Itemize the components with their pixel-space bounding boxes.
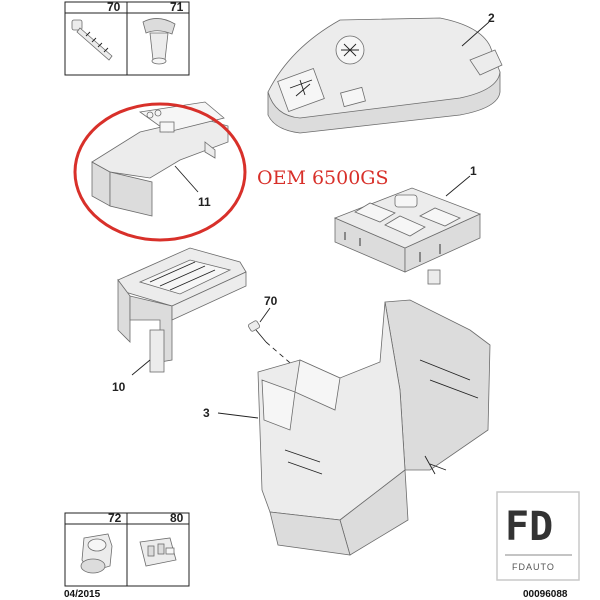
callout-line-3: [217, 412, 259, 419]
screw-fastener: [248, 320, 267, 343]
callout-line-1: [445, 175, 471, 197]
callout-line-11: [174, 165, 199, 193]
logo-text: FD: [505, 504, 553, 550]
callout-1: 1: [470, 164, 477, 178]
screw-icon: [71, 19, 113, 61]
highlight-ellipse: [73, 102, 247, 242]
parts-box-71-label: 71: [170, 0, 184, 14]
footer-date: 04/2015: [64, 589, 101, 600]
push-clip-icon: [142, 18, 176, 65]
logo-subtext: FDAUTO: [512, 562, 555, 572]
parts-box-72-label: 72: [108, 511, 122, 525]
fuse-box-top-cover: [267, 17, 503, 134]
oem-annotation: OEM 6500GS: [257, 167, 389, 189]
callout-line-70: [259, 307, 271, 323]
bracket-cover: [91, 101, 229, 217]
callout-3: 3: [203, 406, 210, 420]
mounting-bracket: [117, 247, 247, 373]
footer-reference: 00096088: [523, 589, 568, 600]
parts-box-80-label: 80: [170, 511, 184, 525]
plug-icon: [80, 533, 113, 574]
parts-box-71: 71: [126, 0, 190, 76]
callout-2: 2: [488, 11, 495, 25]
parts-box-80: 80: [126, 511, 190, 587]
callout-line-10: [131, 359, 151, 376]
callout-70: 70: [264, 294, 278, 308]
fuse-box-housing: [257, 299, 491, 556]
fuse-box-unit: [333, 187, 482, 285]
callout-line-2: [461, 21, 490, 47]
fdauto-logo: FD FDAUTO: [496, 491, 580, 581]
callout-11: 11: [198, 195, 211, 209]
parts-box-70-label: 70: [107, 0, 121, 14]
callout-10: 10: [112, 380, 126, 394]
parts-box-72: 72: [64, 511, 128, 587]
connector-icon: [139, 537, 177, 567]
parts-box-70: 70: [64, 0, 128, 76]
